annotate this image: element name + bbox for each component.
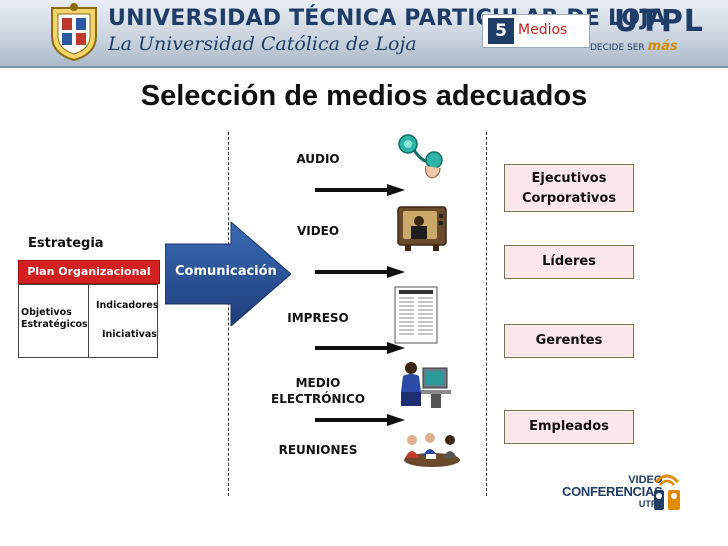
indicators-label: Indicadores xyxy=(96,300,159,311)
arrow-right-icon xyxy=(315,342,405,354)
strategy-grid-divider xyxy=(88,284,89,358)
audience-gerentes-box: Gerentes xyxy=(504,324,634,358)
right-dashed-divider xyxy=(486,132,487,496)
media-print-label: IMPRESO xyxy=(287,311,349,325)
objectives-label: Objetivos Estratégicos xyxy=(21,307,88,331)
audience-ejecutivos-box: Ejecutivos Corporativos xyxy=(504,164,634,212)
slide-title: Selección de medios adecuados xyxy=(140,80,588,112)
arrow-right-icon xyxy=(315,184,405,196)
arrow-right-icon xyxy=(315,266,405,278)
tv-icon xyxy=(397,206,447,251)
arrow-right-icon xyxy=(315,414,405,426)
audio-icon xyxy=(398,134,443,179)
header-banner xyxy=(0,0,728,68)
objectives-text: Objetivos Estratégicos xyxy=(21,307,88,330)
meeting-icon xyxy=(404,433,460,467)
audience-ejecutivos-line2: Corporativos xyxy=(521,191,617,206)
audience-ejecutivos-line1: Ejecutivos xyxy=(531,171,607,186)
document-icon xyxy=(394,286,438,344)
section-number: 5 xyxy=(488,18,514,44)
logo-line-conferencias: CONFERENCIAS xyxy=(562,484,663,499)
media-audio-label: AUDIO xyxy=(296,152,340,166)
university-subtitle: La Universidad Católica de Loja xyxy=(108,33,417,55)
audience-empleados-box: Empleados xyxy=(504,410,634,444)
media-video-label: VIDEO xyxy=(296,224,340,238)
initiatives-label: Iniciativas xyxy=(102,329,157,340)
logo-line-utpl: UTPL xyxy=(638,499,663,509)
communication-label: Comunicación xyxy=(175,264,277,279)
videoconferencias-logo: VIDEO CONFERENCIAS UTPL xyxy=(562,474,663,510)
strategy-heading: Estrategia xyxy=(28,236,104,251)
media-meetings-label: REUNIONES xyxy=(278,443,358,457)
tagline-prefix: DECIDE SER xyxy=(590,43,645,53)
videoconference-logo-icon xyxy=(654,474,680,510)
audience-lideres-box: Líderes xyxy=(504,245,634,279)
media-electronic-label: MEDIO ELECTRÓNICO xyxy=(271,376,365,406)
plan-organizacional-box: Plan Organizacional xyxy=(18,260,160,284)
section-label: Medios xyxy=(518,22,568,38)
communication-arrow xyxy=(165,222,291,326)
tagline-emphasis: más xyxy=(647,39,678,54)
computer-icon xyxy=(401,362,451,408)
university-crest-icon xyxy=(51,3,97,62)
logo-line-video: VIDEO xyxy=(628,474,663,486)
utpl-logo: UTPL xyxy=(614,4,704,39)
left-dashed-divider xyxy=(228,132,229,496)
utpl-tagline: DECIDE SER más xyxy=(590,39,678,54)
